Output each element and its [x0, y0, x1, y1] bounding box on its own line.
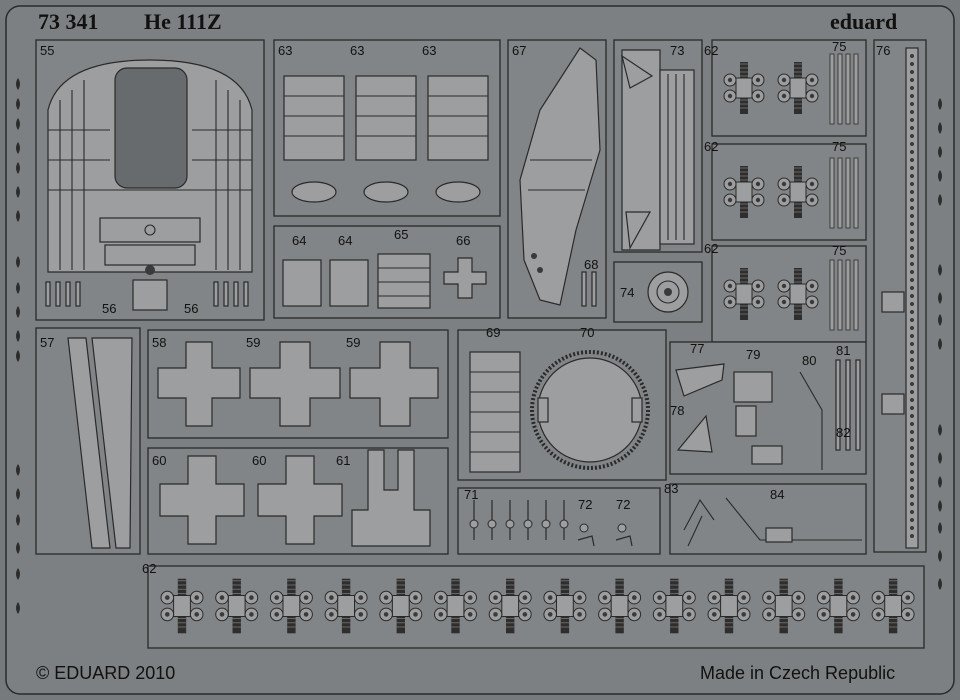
part-number: 83 [664, 481, 679, 496]
part-number: 78 [670, 403, 685, 418]
part-number: 77 [690, 341, 705, 356]
part-number: 62 [704, 139, 719, 154]
pins-71 [469, 500, 633, 547]
part-71-72-group [457, 487, 661, 555]
part-73 [613, 39, 703, 253]
part-74 [613, 261, 703, 323]
part-number: 66 [456, 233, 471, 248]
part-63b [355, 75, 417, 203]
part-number: 82 [836, 425, 851, 440]
brand-logo: eduard [830, 9, 898, 34]
part-62-bottom-row [147, 565, 925, 649]
part-63-group [273, 39, 501, 217]
vent-holes [16, 78, 942, 614]
part-62-75-stack [711, 39, 867, 343]
part-number: 80 [802, 353, 817, 368]
part-number: 62 [704, 43, 719, 58]
part-number: 72 [578, 497, 593, 512]
part-83-84-group [669, 483, 867, 555]
part-number: 60 [252, 453, 267, 468]
part-63c [427, 75, 489, 203]
part-63a [283, 75, 345, 203]
hole-row-76 [910, 54, 914, 538]
part-57 [35, 327, 141, 555]
part-number: 56 [184, 301, 199, 316]
part-number: 69 [486, 325, 501, 340]
part-number: 63 [422, 43, 437, 58]
part-number: 75 [832, 139, 847, 154]
part-number: 62 [142, 561, 157, 576]
fret-code: 73 341 [38, 9, 99, 34]
part-number: 71 [464, 487, 479, 502]
part-number: 59 [246, 335, 261, 350]
part-number: 62 [704, 241, 719, 256]
wheel-sets-small [723, 53, 859, 331]
part-67 [507, 39, 607, 319]
part-number: 58 [152, 335, 167, 350]
part-58-59-group [147, 329, 449, 439]
part-76 [873, 39, 927, 553]
origin-label: Made in Czech Republic [700, 663, 896, 683]
part-number: 76 [876, 43, 891, 58]
part-number: 64 [292, 233, 307, 248]
part-number: 84 [770, 487, 785, 502]
part-number: 75 [832, 39, 847, 54]
part-60-61-group [147, 447, 449, 555]
part-number: 65 [394, 227, 409, 242]
wheel-sets-row [160, 578, 915, 634]
part-number: 59 [346, 335, 361, 350]
part-number: 79 [746, 347, 761, 362]
part-number: 55 [40, 43, 55, 58]
part-number: 61 [336, 453, 351, 468]
copyright: © EDUARD 2010 [36, 663, 176, 683]
part-number: 64 [338, 233, 353, 248]
part-number: 63 [278, 43, 293, 58]
part-number: 63 [350, 43, 365, 58]
part-number: 67 [512, 43, 527, 58]
part-number: 57 [40, 335, 55, 350]
part-55 [35, 39, 265, 321]
part-69-70-group [457, 329, 667, 481]
part-number: 60 [152, 453, 167, 468]
part-number: 68 [584, 257, 599, 272]
part-number: 74 [620, 285, 635, 300]
part-number: 75 [832, 243, 847, 258]
part-64-66-group [273, 225, 501, 319]
part-number: 73 [670, 43, 685, 58]
part-77-82-group [669, 341, 867, 475]
part-number: 81 [836, 343, 851, 358]
part-number: 72 [616, 497, 631, 512]
part-number: 70 [580, 325, 595, 340]
part-number: 56 [102, 301, 117, 316]
fret-model: He 111Z [144, 9, 222, 34]
